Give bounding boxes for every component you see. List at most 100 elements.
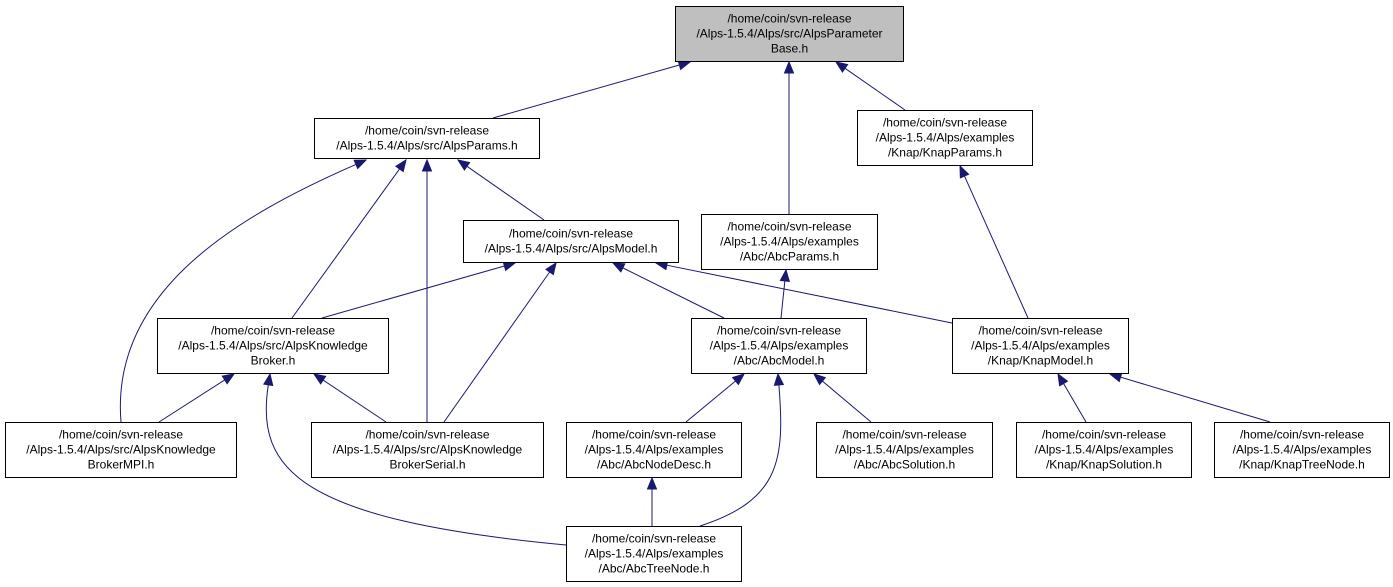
node-abcModel[interactable]: /home/coin/svn-release/Alps-1.5.4/Alps/e… bbox=[691, 318, 867, 374]
node-abcParams[interactable]: /home/coin/svn-release/Alps-1.5.4/Alps/e… bbox=[701, 214, 878, 270]
edge-line bbox=[291, 168, 400, 319]
node-label-line: /home/coin/svn-release bbox=[592, 532, 716, 546]
node-box bbox=[701, 214, 878, 270]
edge-kbSerial-to-alpsParams bbox=[421, 158, 433, 422]
edge-arrowhead bbox=[731, 373, 746, 386]
node-label-line: /Alps-1.5.4/Alps/src/AlpsKnowledge bbox=[333, 443, 523, 457]
edge-arrowhead bbox=[773, 372, 785, 386]
node-knapSolution[interactable]: /home/coin/svn-release/Alps-1.5.4/Alps/e… bbox=[1016, 422, 1192, 478]
node-kbSerial[interactable]: /home/coin/svn-release/Alps-1.5.4/Alps/s… bbox=[311, 422, 544, 478]
edge-kbBroker-to-alpsParams bbox=[291, 158, 407, 319]
node-box bbox=[816, 422, 993, 478]
edge-arrowhead bbox=[959, 164, 970, 179]
node-label-line: /Alps-1.5.4/Alps/examples bbox=[710, 339, 849, 353]
edge-line bbox=[321, 265, 505, 319]
node-label-line: /Alps-1.5.4/Alps/examples bbox=[585, 443, 724, 457]
node-label-line: /home/coin/svn-release bbox=[727, 220, 851, 234]
node-kbMPI[interactable]: /home/coin/svn-release/Alps-1.5.4/Alps/s… bbox=[5, 422, 237, 478]
edge-line bbox=[685, 380, 736, 423]
node-box bbox=[857, 110, 1033, 166]
node-knapModel[interactable]: /home/coin/svn-release/Alps-1.5.4/Alps/e… bbox=[952, 318, 1129, 374]
node-label-line: /Alps-1.5.4/Alps/examples bbox=[585, 547, 724, 561]
node-label-line: /home/coin/svn-release bbox=[717, 324, 841, 338]
edge-line bbox=[322, 379, 387, 423]
edge-arrowhead bbox=[646, 476, 658, 490]
edge-arrowhead bbox=[353, 159, 368, 170]
edge-line bbox=[699, 384, 782, 527]
node-label-line: /Alps-1.5.4/Alps/src/AlpsParameter bbox=[696, 27, 882, 41]
node-label-line: /Alps-1.5.4/Alps/src/AlpsParams.h bbox=[336, 139, 517, 153]
edge-kbMPI-to-alpsParams bbox=[119, 159, 368, 423]
node-box bbox=[952, 318, 1129, 374]
node-label-line: /home/coin/svn-release bbox=[1042, 428, 1166, 442]
edge-arrowhead bbox=[834, 61, 849, 73]
node-kbBroker[interactable]: /home/coin/svn-release/Alps-1.5.4/Alps/s… bbox=[157, 318, 389, 374]
edge-arrowhead bbox=[611, 262, 626, 273]
edge-line bbox=[622, 267, 725, 319]
edge-arrowhead bbox=[1057, 372, 1069, 387]
node-label-line: /home/coin/svn-release bbox=[365, 124, 489, 138]
node-label-line: BrokerSerial.h bbox=[389, 458, 465, 472]
edge-line bbox=[466, 165, 545, 221]
edge-arrowhead bbox=[456, 159, 471, 171]
node-label-line: /home/coin/svn-release bbox=[727, 12, 851, 26]
node-label-line: /Alps-1.5.4/Alps/src/AlpsModel.h bbox=[485, 242, 658, 256]
edge-kbSerial-to-alpsModel bbox=[443, 261, 557, 423]
node-label-line: /Alps-1.5.4/Alps/examples bbox=[1233, 443, 1372, 457]
edge-arrowhead bbox=[545, 261, 557, 276]
edge-abcTreeNode-to-kbBroker bbox=[263, 372, 567, 546]
node-label-line: /Abc/AbcModel.h bbox=[734, 354, 825, 368]
edge-line bbox=[119, 163, 357, 423]
edge-arrowhead bbox=[812, 373, 827, 386]
node-label-line: /home/coin/svn-release bbox=[1240, 428, 1364, 442]
edge-alpsParams-to-paramBase bbox=[492, 60, 692, 119]
edge-knapParams-to-paramBase bbox=[834, 61, 906, 111]
node-box bbox=[566, 526, 742, 582]
edge-line bbox=[666, 264, 953, 324]
node-label-line: /Abc/AbcParams.h bbox=[740, 250, 839, 264]
node-label-line: /home/coin/svn-release bbox=[883, 116, 1007, 130]
edge-arrowhead bbox=[312, 373, 327, 385]
node-box bbox=[314, 118, 540, 159]
node-abcNodeDesc[interactable]: /home/coin/svn-release/Alps-1.5.4/Alps/e… bbox=[566, 422, 742, 478]
node-label-line: BrokerMPI.h bbox=[88, 458, 155, 472]
edge-knapTreeNode-to-knapModel bbox=[1108, 372, 1271, 423]
node-label-line: /Knap/KnapSolution.h bbox=[1046, 458, 1162, 472]
node-box bbox=[675, 6, 904, 62]
edge-knapModel-to-alpsModel bbox=[654, 260, 953, 324]
node-paramBase[interactable]: /home/coin/svn-release/Alps-1.5.4/Alps/s… bbox=[675, 6, 904, 62]
node-label-line: /Alps-1.5.4/Alps/examples bbox=[835, 443, 974, 457]
node-label-line: /home/coin/svn-release bbox=[211, 324, 335, 338]
node-alpsModel[interactable]: /home/coin/svn-release/Alps-1.5.4/Alps/s… bbox=[463, 220, 679, 263]
edge-kbMPI-to-kbBroker bbox=[158, 373, 236, 423]
node-label-line: /Alps-1.5.4/Alps/examples bbox=[876, 131, 1015, 145]
node-abcTreeNode[interactable]: /home/coin/svn-release/Alps-1.5.4/Alps/e… bbox=[566, 526, 742, 582]
edge-line bbox=[265, 384, 567, 546]
edge-line bbox=[443, 271, 551, 423]
edges-layer bbox=[119, 60, 1271, 546]
edge-knapSolution-to-knapModel bbox=[1057, 372, 1087, 423]
node-box bbox=[5, 422, 237, 478]
edge-line bbox=[1120, 376, 1271, 423]
edge-line bbox=[158, 379, 226, 423]
node-abcSolution[interactable]: /home/coin/svn-release/Alps-1.5.4/Alps/e… bbox=[816, 422, 993, 478]
node-label-line: /Abc/AbcTreeNode.h bbox=[599, 562, 710, 576]
node-alpsParams[interactable]: /home/coin/svn-release/Alps-1.5.4/Alps/s… bbox=[314, 118, 540, 159]
node-label-line: /home/coin/svn-release bbox=[842, 428, 966, 442]
node-label-line: Base.h bbox=[771, 42, 808, 56]
edge-abcTreeNode-to-abcModel bbox=[699, 372, 785, 527]
node-box bbox=[1214, 422, 1390, 478]
edge-abcModel-to-abcParams bbox=[779, 268, 791, 319]
node-knapParams[interactable]: /home/coin/svn-release/Alps-1.5.4/Alps/e… bbox=[857, 110, 1033, 166]
node-label-line: /home/coin/svn-release bbox=[978, 324, 1102, 338]
node-knapTreeNode[interactable]: /home/coin/svn-release/Alps-1.5.4/Alps/e… bbox=[1214, 422, 1390, 478]
node-label-line: /Knap/KnapModel.h bbox=[988, 354, 1093, 368]
node-label-line: /home/coin/svn-release bbox=[592, 428, 716, 442]
edge-knapModel-to-knapParams bbox=[959, 164, 1029, 319]
edge-arrowhead bbox=[421, 158, 433, 172]
node-box bbox=[1016, 422, 1192, 478]
edge-line bbox=[780, 280, 786, 319]
edge-abcNodeDesc-to-abcModel bbox=[685, 373, 746, 423]
edge-line bbox=[1063, 383, 1087, 423]
